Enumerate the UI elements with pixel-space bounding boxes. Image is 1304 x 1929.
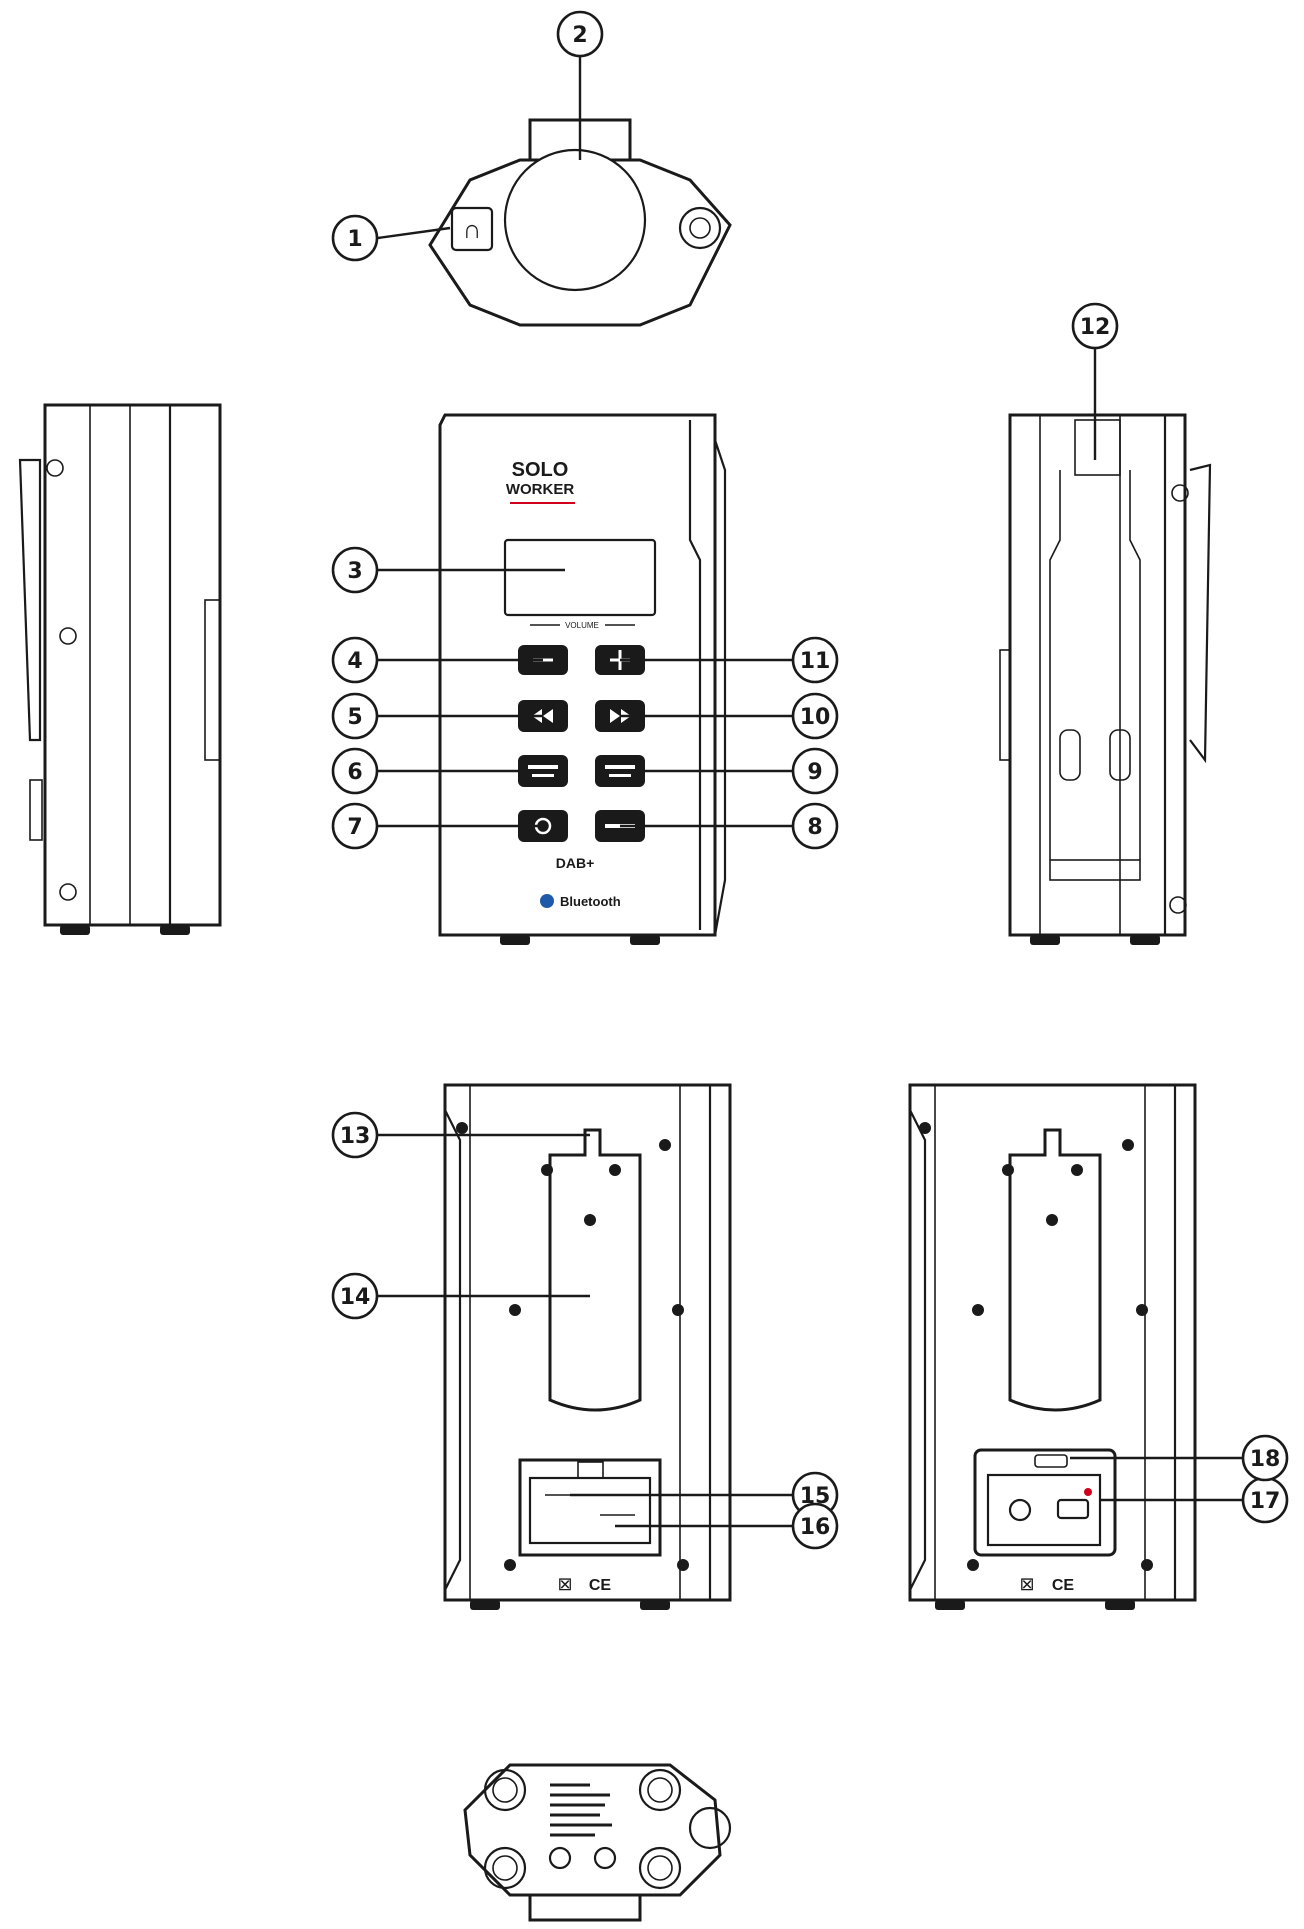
svg-text:6: 6 [347,760,362,785]
callout-10: 10 [791,692,839,740]
headphone-jack-icon: ∩ [463,214,482,244]
spec-label-lines [550,1783,612,1837]
usb-port [1056,1498,1090,1520]
callout-4: 4 [331,636,379,684]
callout-9: 9 [791,747,839,795]
screw-icon [456,1122,689,1571]
svg-text:18: 18 [1250,1447,1281,1472]
svg-text:5: 5 [347,705,362,730]
svg-text:10: 10 [800,705,831,730]
svg-text:9: 9 [807,760,822,785]
callout-2: 2 [556,10,604,58]
svg-text:13: 13 [340,1124,371,1149]
callout-17: 17 [1241,1476,1289,1524]
power-led-icon [1084,1488,1092,1496]
svg-text:3: 3 [347,559,362,584]
recycle-bin-icon: ⊠ [557,1574,572,1594]
svg-text:14: 14 [340,1285,371,1310]
callout-12: 12 [1071,302,1119,350]
callout-6: 6 [331,747,379,795]
ce-mark-icon: CE [589,1577,612,1594]
dab-logo: DAB+ [556,855,595,871]
right-side-view [999,413,1212,945]
callout-18: 18 [1241,1434,1289,1482]
callout-5: 5 [331,692,379,740]
callout-14: 14 [331,1272,379,1320]
volume-label: VOLUME [565,621,599,630]
callout-13: 13 [331,1111,379,1159]
bluetooth-logo: Bluetooth [560,894,621,909]
ce-mark-icon: CE [1052,1577,1075,1594]
svg-text:7: 7 [347,815,362,840]
svg-text:11: 11 [800,649,831,674]
leader-lines [377,56,1242,1528]
svg-text:1: 1 [347,227,362,252]
callout-1: 1 [331,214,379,262]
bottom-view [463,1763,732,1922]
svg-text:16: 16 [800,1515,831,1540]
bluetooth-icon [540,894,554,908]
callout-16: 16 [791,1502,839,1550]
left-side-view [18,403,222,935]
svg-text:17: 17 [1250,1489,1281,1514]
screw-icon [919,1122,1153,1571]
svg-text:2: 2 [572,23,587,48]
svg-text:4: 4 [347,649,362,674]
front-view: SOLO WORKER VOLUME [438,413,727,945]
back-view-open: ⊠ CE [908,1083,1197,1610]
top-view: ∩ [428,118,732,327]
lcd-display [503,538,657,617]
callout-8: 8 [791,802,839,850]
svg-text:8: 8 [807,815,822,840]
callout-11: 11 [791,636,839,684]
brand-line-1: SOLO [512,459,569,481]
svg-text:12: 12 [1080,315,1111,340]
callout-3: 3 [331,546,379,594]
back-view-closed: ⊠ CE [443,1083,732,1610]
callout-7: 7 [331,802,379,850]
headphone-port [1008,1498,1032,1522]
recycle-bin-icon: ⊠ [1019,1574,1034,1594]
brand-line-2: WORKER [506,481,574,498]
